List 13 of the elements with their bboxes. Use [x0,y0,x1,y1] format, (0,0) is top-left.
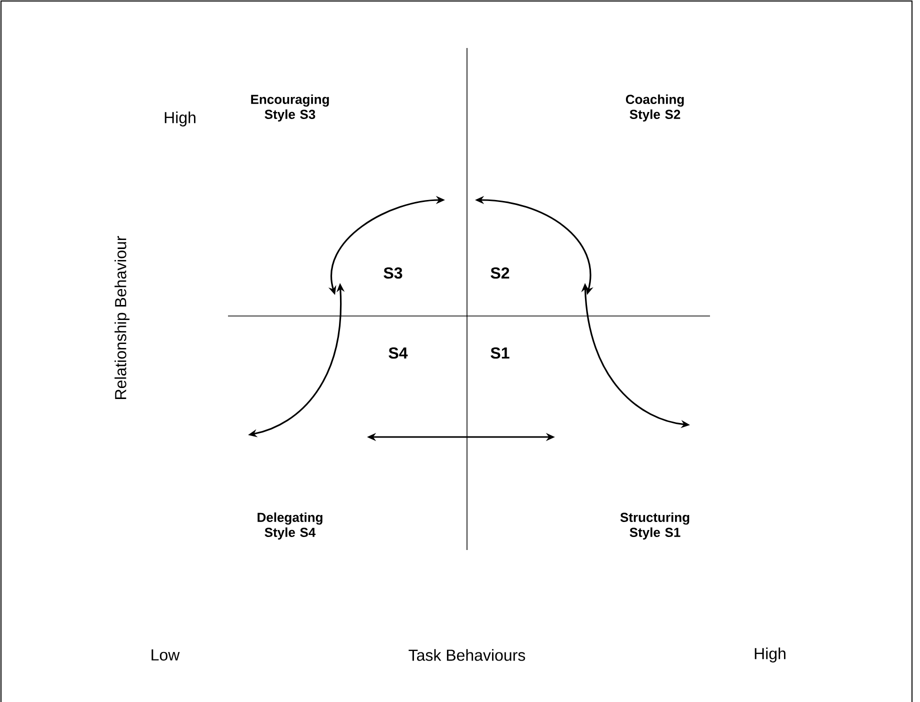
axis-label: Task Behaviours [408,649,526,661]
quadrant-label: S4 [388,347,408,359]
axis-label: High [164,112,196,126]
axis-label: High [754,648,786,662]
style-label: Structuring Style S1 [620,512,690,540]
quadrant-label: S2 [490,267,510,279]
axis-label: Relationship Behaviour [114,236,130,399]
quadrant-label: S1 [490,347,510,359]
style-label: Delegating Style S4 [258,512,322,540]
style-label: Encouraging Style S3 [251,94,329,122]
style-label: Coaching Style S2 [626,94,684,122]
quadrant-label: S3 [384,267,402,279]
axis-label: Low [152,649,180,661]
